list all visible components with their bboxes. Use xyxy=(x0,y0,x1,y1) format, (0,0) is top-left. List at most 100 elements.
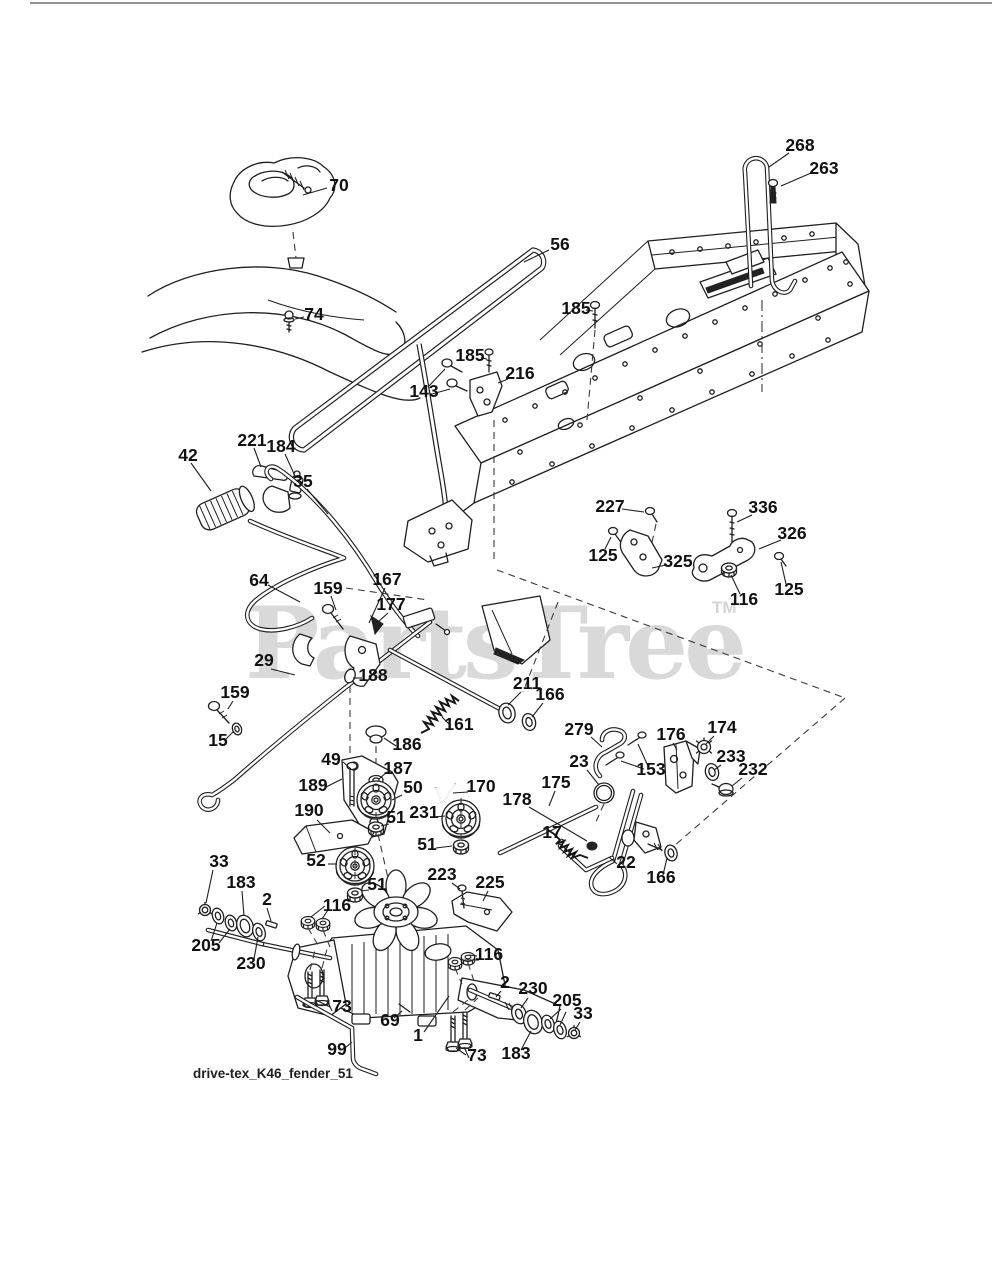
part-callout-143: 143 xyxy=(409,381,438,401)
bolt-74 xyxy=(283,310,295,333)
callout-leader xyxy=(316,819,331,834)
callout-leader xyxy=(451,882,461,890)
bracket-225-group xyxy=(451,884,513,932)
part-callout-167: 167 xyxy=(372,569,401,589)
fender-group xyxy=(141,231,421,401)
callout-leader xyxy=(378,771,388,780)
callout-leader xyxy=(528,806,588,842)
callout-leader xyxy=(736,514,753,523)
bushing-211 xyxy=(498,702,516,724)
callout-leader xyxy=(423,995,450,1033)
part-callout-166: 166 xyxy=(535,684,564,704)
callout-leader xyxy=(368,587,386,624)
part-callout-268: 268 xyxy=(785,135,814,155)
callout-leader xyxy=(253,447,262,468)
bracket-176 xyxy=(663,740,701,794)
part-callout-42: 42 xyxy=(178,445,198,465)
pulley-231 xyxy=(441,799,481,839)
spring-17 xyxy=(547,829,589,860)
callout-leader xyxy=(549,1008,562,1020)
frame xyxy=(403,222,870,567)
part-callout-230: 230 xyxy=(518,978,547,998)
callout-leader xyxy=(321,909,329,920)
callout-leader xyxy=(342,761,352,770)
part-callout-159: 159 xyxy=(313,578,342,598)
part-callout-159: 159 xyxy=(220,682,249,702)
callout-leader xyxy=(441,716,450,725)
callout-leader xyxy=(330,595,337,611)
part-callout-17: 17 xyxy=(542,822,561,842)
part-callout-211: 211 xyxy=(513,673,541,693)
part-callout-205: 205 xyxy=(552,990,581,1010)
washer-166-upper xyxy=(521,712,537,732)
callout-leader xyxy=(455,1047,467,1056)
callout-leader xyxy=(383,737,397,747)
callout-leader xyxy=(590,736,603,748)
part-callout-116: 116 xyxy=(475,944,503,964)
callout-leader xyxy=(672,742,678,751)
part-callout-33: 33 xyxy=(209,851,229,871)
callout-leader xyxy=(482,890,489,902)
callout-leader xyxy=(427,368,446,388)
guide-lines xyxy=(496,569,846,847)
callout-leader xyxy=(326,999,333,1012)
part-callout-116: 116 xyxy=(730,589,758,609)
callout-leader xyxy=(497,378,509,384)
part-callout-230: 230 xyxy=(236,953,265,973)
brake-linkage-group xyxy=(593,729,734,827)
washer-233 xyxy=(704,762,720,782)
part-callout-174: 174 xyxy=(707,717,736,737)
part-callout-51: 51 xyxy=(386,807,406,827)
nut-174 xyxy=(695,737,713,755)
part-callout-116: 116 xyxy=(323,895,351,915)
callout-leader xyxy=(548,790,556,807)
callout-leader xyxy=(310,905,326,918)
callout-leader xyxy=(637,743,649,767)
part-callout-2: 2 xyxy=(500,972,510,992)
part-callout-23: 23 xyxy=(569,751,589,771)
callout-leader xyxy=(302,187,328,196)
part-callout-153: 153 xyxy=(636,759,665,779)
part-callout-183: 183 xyxy=(226,872,255,892)
nut-116-frame xyxy=(720,562,738,578)
callout-leader xyxy=(520,997,529,1009)
callout-leader xyxy=(210,922,218,942)
callout-leader xyxy=(393,1010,403,1019)
callout-leader xyxy=(225,730,235,740)
part-callout-216: 216 xyxy=(505,363,534,383)
washer-166-pedal xyxy=(664,844,678,862)
part-callout-186: 186 xyxy=(392,734,421,754)
callout-leader xyxy=(585,309,594,312)
part-callout-73: 73 xyxy=(467,1045,487,1065)
part-callout-69: 69 xyxy=(380,1010,400,1030)
part-callout-185: 185 xyxy=(455,345,484,365)
part-callout-22: 22 xyxy=(616,852,636,872)
callout-leader xyxy=(604,536,612,550)
part-callout-326: 326 xyxy=(777,523,806,543)
callout-leader xyxy=(651,564,667,569)
frame-holes xyxy=(428,231,853,549)
part-callout-177: 177 xyxy=(376,594,405,614)
callout-leader xyxy=(608,856,618,865)
part-callout-231: 231 xyxy=(409,802,438,822)
key-2-right xyxy=(488,992,501,1001)
callout-leader xyxy=(621,508,645,513)
callout-leader xyxy=(780,561,787,585)
part-callout-170: 170 xyxy=(466,776,495,796)
callout-leader xyxy=(480,357,488,360)
callout-leader xyxy=(662,857,668,876)
part-callout-56: 56 xyxy=(550,234,570,254)
part-callout-2: 2 xyxy=(262,889,272,909)
callout-leader xyxy=(190,462,212,492)
part-callout-176: 176 xyxy=(656,724,685,744)
part-callout-187: 187 xyxy=(383,758,412,778)
part-callout-50: 50 xyxy=(403,777,423,797)
part-callout-279: 279 xyxy=(564,719,593,739)
part-callout-29: 29 xyxy=(254,650,274,670)
bolt-159-upper xyxy=(321,603,344,630)
bail-rod-assembly xyxy=(745,158,795,392)
frame-brackets-group xyxy=(607,506,787,582)
bushing-186 xyxy=(365,725,387,788)
